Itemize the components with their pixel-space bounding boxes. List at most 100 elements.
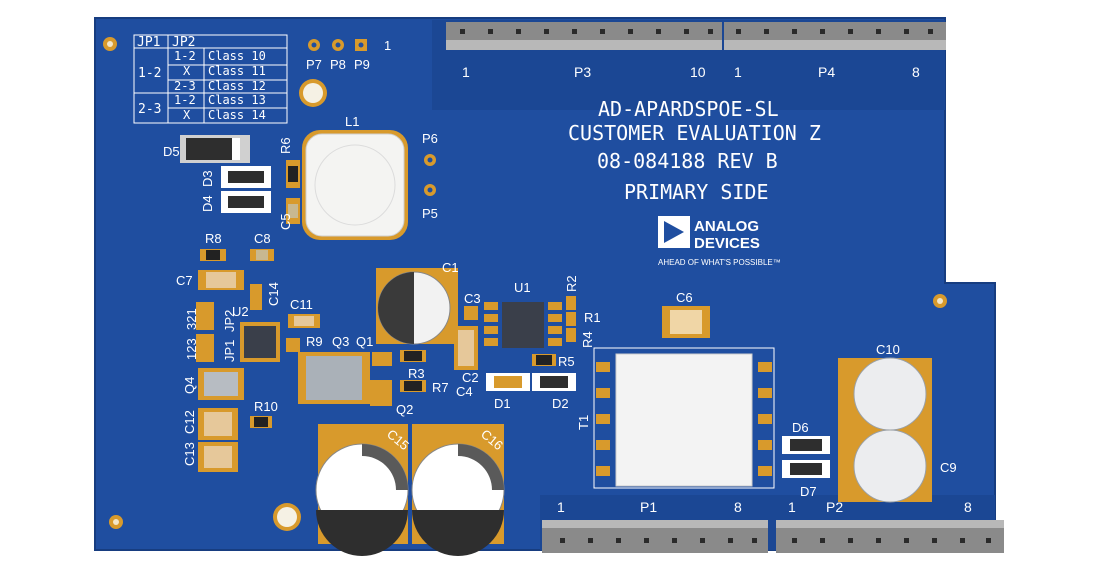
label-jp1-pins: 123 [184,338,199,360]
header-p3-pin-end: 10 [690,64,706,80]
label-c2: C2 [462,370,479,385]
transistor-q1 [372,352,392,366]
label-q3: Q3 [332,334,349,349]
test-point-p5[interactable] [424,184,436,196]
test-point-p9[interactable] [355,39,367,51]
ic-q4 [198,368,244,400]
label-d3: D3 [200,170,215,187]
logo-text-devices: DEVICES [694,235,760,252]
resistor-r8 [200,249,226,261]
capacitor-c13 [198,442,238,472]
label-q1: Q1 [356,334,373,349]
header-p4[interactable] [724,22,946,50]
board-title-line1: AD-APARDSPOE-SL [598,97,779,121]
diode-d7 [782,460,830,478]
label-p9-pin1: 1 [384,38,391,53]
label-c7: C7 [176,273,193,288]
board-title-line3: 08-084188 REV B [597,149,778,173]
label-r2: R2 [564,275,579,292]
resistor-r10 [250,416,272,428]
header-p4-pin-start: 1 [734,64,742,80]
label-c14: C14 [266,282,281,306]
ic-u1 [482,300,564,348]
capacitor-c12 [198,408,238,440]
header-p1-pin-start: 1 [557,499,565,515]
table-header-jp2: JP2 [172,35,195,50]
label-c1: C1 [442,260,459,275]
label-c8: C8 [254,231,271,246]
table-class-cell: Class 14 [208,108,266,122]
capacitor-c6 [662,306,710,338]
label-c13: C13 [182,442,197,466]
diode-d5 [180,135,250,163]
header-p4-pin-end: 8 [912,64,920,80]
transformer-t1 [593,347,775,489]
label-c6: C6 [676,290,693,305]
mounting-hole [273,503,301,531]
capacitor-c9 [838,429,932,503]
inductor-l1 [302,130,408,240]
header-p4-label: P4 [818,64,835,80]
capacitor-c5 [286,198,300,224]
jumper-class-table [133,34,288,124]
label-d5: D5 [163,144,180,159]
jumper-jp2[interactable] [196,302,214,330]
board-title-line2: CUSTOMER EVALUATION Z [568,121,821,145]
label-c9: C9 [940,460,957,475]
table-jp1-cell: 1-2 [138,66,161,81]
header-p2-pin-start: 1 [788,499,796,515]
header-p2[interactable] [776,520,1004,553]
header-p1[interactable] [542,520,768,553]
label-jp2: JP2 [222,310,237,332]
label-jp2-pins: 321 [184,308,199,330]
analog-devices-logo: ANALOG DEVICES AHEAD OF WHAT'S POSSIBLE™ [658,216,781,267]
table-class-cell: Class 11 [208,64,266,78]
logo-text-analog: ANALOG [694,218,759,235]
table-jp2-cell: 2-3 [174,79,196,93]
label-r10: R10 [254,399,278,414]
diode-d3 [221,166,271,188]
label-d2: D2 [552,396,569,411]
label-r5: R5 [558,354,575,369]
logo-tagline: AHEAD OF WHAT'S POSSIBLE™ [658,258,781,267]
capacitor-c11 [288,314,320,328]
label-c3: C3 [464,291,481,306]
label-c12: C12 [182,410,197,434]
capacitor-c2 [454,326,478,370]
jumper-jp1[interactable] [196,334,214,362]
capacitor-c10 [838,357,932,431]
board-title-line4: PRIMARY SIDE [624,180,769,204]
table-jp2-cell: 1-2 [174,93,196,107]
capacitor-c8 [250,249,274,261]
mounting-hole [299,79,327,107]
test-point-p6[interactable] [424,154,436,166]
resistor-r1 [566,312,576,326]
test-point-p8[interactable] [332,39,344,51]
header-p2-label: P2 [826,499,843,515]
label-r7: R7 [432,380,449,395]
capacitor-c14 [250,284,262,310]
label-t1: T1 [576,415,591,430]
mounting-hole [103,37,117,51]
label-r3: R3 [408,366,425,381]
header-p3-label: P3 [574,64,591,80]
label-q4: Q4 [182,377,197,394]
label-p9: P9 [354,57,370,72]
label-p7: P7 [306,57,322,72]
resistor-r9 [286,338,300,352]
label-u1: U1 [514,280,531,295]
resistor-r3 [400,350,426,362]
test-point-p7[interactable] [308,39,320,51]
label-c11: C11 [290,297,313,312]
header-p3-pin-start: 1 [462,64,470,80]
table-header-jp1: JP1 [137,35,160,50]
resistor-r7 [400,380,426,392]
header-p3[interactable] [446,22,722,50]
resistor-r6 [286,160,300,188]
label-c10: C10 [876,342,900,357]
header-p1-label: P1 [640,499,657,515]
label-d1: D1 [494,396,511,411]
mounting-hole [109,515,123,529]
diode-d4 [221,191,271,213]
